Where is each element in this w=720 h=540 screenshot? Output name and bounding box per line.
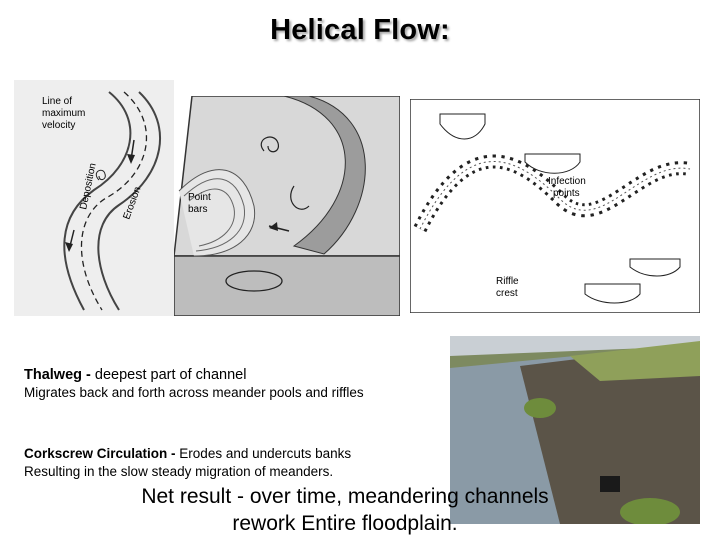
thalweg-definition: deepest part of channel (91, 367, 247, 383)
corkscrew-detail: Resulting in the slow steady migration o… (24, 463, 351, 481)
label-velocity: velocity (42, 120, 75, 131)
label-bars: bars (188, 204, 207, 215)
label-infection: Infection (548, 176, 586, 187)
corkscrew-definition: Erodes and undercuts banks (176, 446, 352, 461)
label-point: Point (188, 192, 211, 203)
slide-title: Helical Flow: (0, 14, 720, 47)
thalweg-term: Thalweg - (24, 367, 91, 383)
thalweg-detail: Migrates back and forth across meander p… (24, 384, 364, 402)
thalweg-block: Thalweg - deepest part of channel Migrat… (24, 366, 364, 402)
label-line-of: Line of (42, 96, 72, 107)
riffle-pool-diagram: Infection points Riffle crest (410, 99, 700, 313)
conclusion-line-2: rework Entire floodplain. (0, 511, 690, 536)
conclusion-line-1: Net result - over time, meandering chann… (0, 484, 690, 509)
label-points: points (553, 188, 580, 199)
label-crest: crest (496, 288, 518, 299)
label-maximum: maximum (42, 108, 85, 119)
meander-plan-diagram: Line of maximum velocity Deposition Eros… (14, 80, 174, 316)
corkscrew-term: Corkscrew Circulation - (24, 446, 176, 461)
corkscrew-block: Corkscrew Circulation - Erodes and under… (24, 445, 351, 481)
label-riffle: Riffle (496, 276, 519, 287)
block-diagram: Point bars (174, 96, 400, 316)
